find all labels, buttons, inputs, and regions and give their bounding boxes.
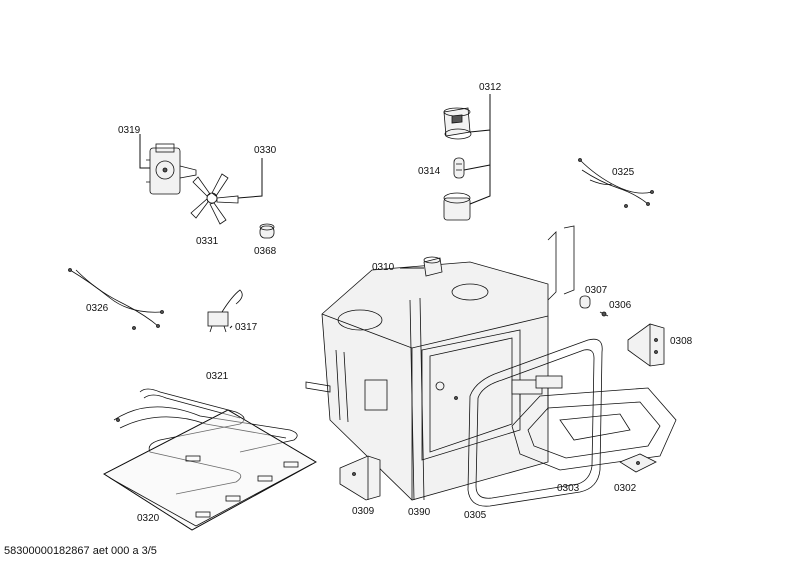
label-0331: 0331 [196, 236, 219, 247]
label-0314: 0314 [418, 166, 441, 177]
oven-cavity-part-0390 [305, 225, 575, 501]
label-0308: 0308 [670, 336, 693, 347]
label-0325: 0325 [612, 167, 635, 178]
label-0305: 0305 [464, 510, 487, 521]
fan-cover-part-0310 [423, 256, 443, 277]
lamp-glass-part-0312b [443, 192, 471, 221]
lamp-bulb-part-0314 [453, 157, 465, 179]
label-0309: 0309 [352, 506, 375, 517]
label-0306: 0306 [609, 300, 632, 311]
label-0302: 0302 [614, 483, 637, 494]
fan-motor-part-0319 [146, 143, 197, 195]
grill-heater-part-0303 [511, 375, 677, 471]
reflector-tray-part-0320 [103, 409, 317, 531]
label-0312: 0312 [479, 82, 502, 93]
label-0368: 0368 [254, 246, 277, 257]
screw-part-0306 [599, 311, 609, 317]
label-0317: 0317 [235, 322, 258, 333]
label-0307: 0307 [585, 285, 608, 296]
door-seal-part-0305 [467, 338, 603, 507]
label-0319: 0319 [118, 125, 141, 136]
side-bracket-part-0309 [339, 455, 381, 501]
wiring-part-0325 [578, 158, 654, 208]
label-0326: 0326 [86, 303, 109, 314]
label-0321: 0321 [206, 371, 229, 382]
fan-blade-part-0331 [190, 173, 239, 225]
lamp-cover-part-0312 [443, 107, 472, 140]
label-0303: 0303 [557, 483, 580, 494]
bushing-part-0307 [579, 295, 591, 309]
wiring-part-0326 [68, 268, 164, 330]
sensor-part-0317 [207, 289, 243, 333]
label-0390: 0390 [408, 507, 431, 518]
bottom-heater-part-0321 [113, 388, 298, 495]
clip-part-0302 [619, 453, 657, 473]
label-0310: 0310 [372, 262, 395, 273]
nut-part-0368 [259, 223, 275, 239]
label-0320: 0320 [137, 513, 160, 524]
document-reference: 58300000182867 aet 000 a 3/5 [4, 545, 157, 557]
label-0330: 0330 [254, 145, 277, 156]
bracket-part-0308 [627, 323, 665, 367]
